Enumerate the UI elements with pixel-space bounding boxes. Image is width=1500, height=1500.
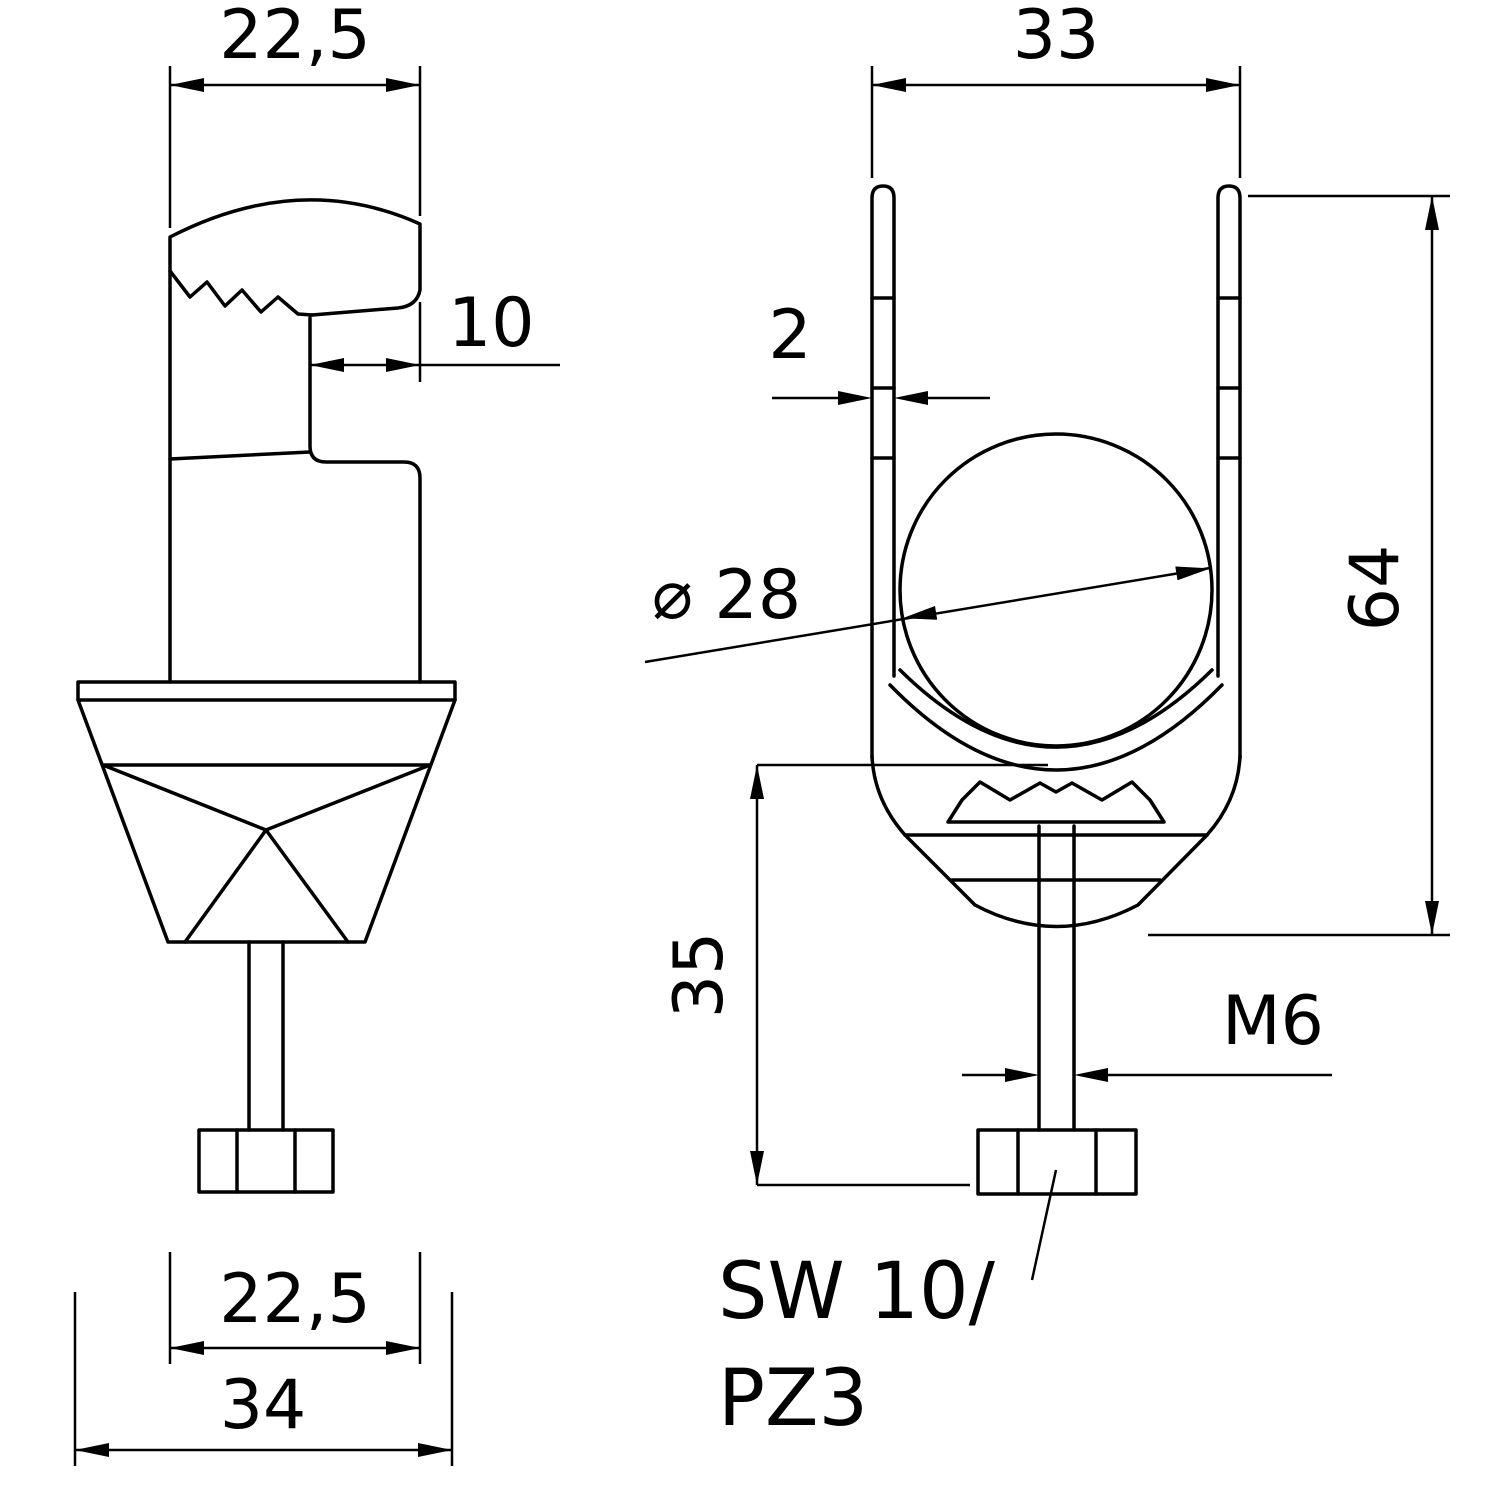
side-foot-facets [101,763,432,944]
dim-front-total-height-label: 64 [1336,545,1415,632]
dim-arrow [1425,901,1439,935]
dim-side-top-width-label: 22,5 [219,0,370,75]
dim-arrow [386,1341,420,1355]
side-serration [168,269,314,317]
dim-arrow [75,1443,109,1457]
dim-side-band-width-label: 22,5 [219,1260,370,1339]
dim-arrow [838,391,872,405]
front-plate-bend-ticks [870,296,1242,460]
dim-arrow [872,78,906,92]
dim-arrow [1425,196,1439,230]
extension-line [168,66,422,228]
side-foot-band [76,680,457,702]
callout-bolt-drive: SW 10/ PZ3 [718,1169,1058,1444]
front-cradle-outer [888,683,1224,772]
dim-arrow [894,391,928,405]
dim-arrow [418,1443,452,1457]
dim-front-thickness: 2 [768,296,990,405]
extension-line [1148,194,1450,937]
dim-side-foot-width-label: 34 [220,1366,307,1445]
dim-arrow [386,78,420,92]
side-foot-taper [76,698,457,944]
extension-line [870,66,1242,178]
side-bolt-head [197,1128,335,1194]
dim-side-slot-depth-label: 10 [448,284,535,363]
extension-line [757,763,1048,1187]
side-bolt-head-facets [235,1128,297,1194]
dim-front-lower-height: 35 [660,763,1048,1187]
dim-side-foot-width: 34 [73,1292,454,1466]
callout-bolt-drive-line1: SW 10/ [718,1247,996,1337]
front-bolt-head-facets [1016,1128,1098,1196]
dim-side-band-width: 22,5 [168,1252,422,1364]
dim-side-slot-depth: 10 [310,284,560,382]
callout-bolt-drive-line2: PZ3 [718,1354,868,1444]
front-cradle-inner [898,668,1214,749]
front-lower-body-outline [870,754,1242,929]
dim-front-thickness-label: 2 [768,296,811,375]
dim-arrow [902,606,938,620]
extension-line [73,1292,454,1466]
front-lower-body-facets [903,833,1209,882]
front-bolt-head [976,1128,1138,1196]
dim-arrow [1005,1068,1039,1082]
dim-arrow [386,358,420,372]
dim-arrow [310,358,344,372]
dim-front-cable-diameter: ⌀ 28 [644,556,1211,664]
front-pressure-plate [946,780,1166,824]
dim-arrow [1074,1068,1108,1082]
front-right-plate [1216,184,1242,760]
dim-arrow [170,78,204,92]
dim-arrow [1175,566,1211,581]
dim-front-cable-diameter-label: ⌀ 28 [652,556,801,635]
side-view: 22,5 10 22,5 34 [73,0,560,1466]
side-slot-edge [308,316,422,684]
dim-arrow [1206,78,1240,92]
dim-front-total-height: 64 [1148,194,1450,937]
side-upper-strip-outline [168,198,422,684]
dim-side-top-width: 22,5 [168,0,422,228]
dim-front-outer-width: 33 [870,0,1242,178]
dim-front-thread-label: M6 [1222,982,1324,1061]
front-view: 33 2 ⌀ 28 64 3 [644,0,1450,1444]
extension-line [168,1252,422,1364]
side-screw-shaft [247,940,285,1132]
dim-arrow [750,765,764,799]
dim-front-thread: M6 [962,982,1332,1082]
dim-arrow [170,1341,204,1355]
dim-arrow [750,1151,764,1185]
dim-front-lower-height-label: 35 [660,932,739,1019]
dim-front-outer-width-label: 33 [1013,0,1100,75]
side-jaw-underside [168,450,312,461]
cable-circle [898,432,1214,748]
front-screw-shaft [1037,824,1076,1132]
front-left-plate [870,184,896,760]
callout-leader-line [1030,1169,1058,1281]
